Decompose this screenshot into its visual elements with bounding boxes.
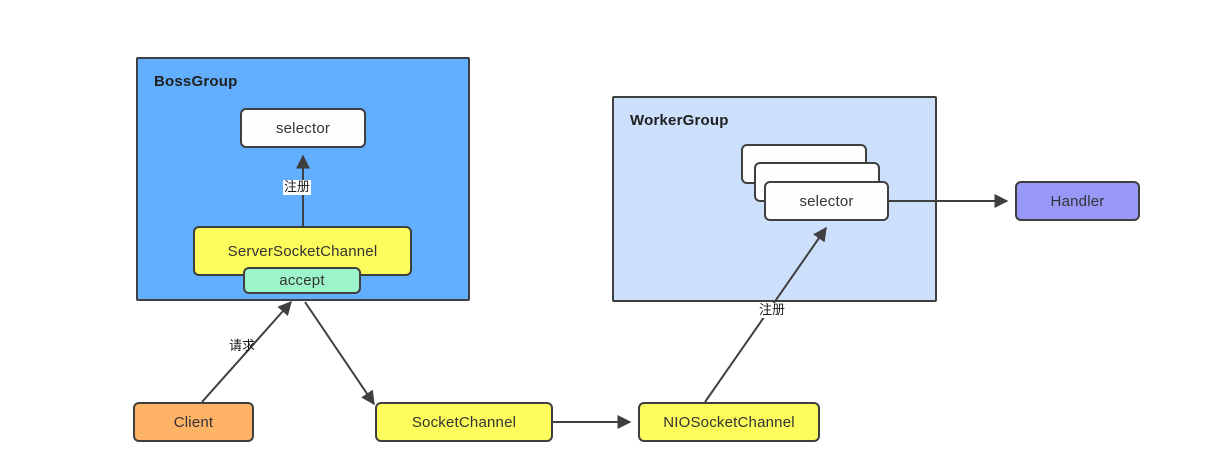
node-socket-channel-label: SocketChannel — [411, 413, 517, 431]
node-server-socket-channel-label: ServerSocketChannel — [227, 242, 378, 260]
node-client-label: Client — [173, 413, 214, 431]
node-worker-selector-front-label: selector — [799, 192, 854, 210]
node-boss-selector[interactable]: selector — [240, 108, 366, 148]
node-worker-selector-front[interactable]: selector — [764, 181, 889, 221]
edge-accept-to-socket-channel — [304, 301, 375, 406]
node-accept-label: accept — [279, 272, 325, 289]
node-handler[interactable]: Handler — [1015, 181, 1140, 221]
node-client[interactable]: Client — [133, 402, 254, 442]
edge-label-worker-register: 注册 — [758, 302, 787, 318]
node-accept[interactable]: accept — [243, 267, 361, 294]
edge-label-request: 请求 — [229, 338, 256, 353]
edge-label-boss-register: 注册 — [283, 179, 312, 195]
node-boss-selector-label: selector — [275, 119, 331, 137]
group-boss-group-label: BossGroup — [154, 73, 238, 90]
node-handler-label: Handler — [1050, 192, 1105, 210]
node-nio-socket-channel[interactable]: NIOSocketChannel — [638, 402, 820, 442]
node-nio-socket-channel-label: NIOSocketChannel — [663, 413, 795, 431]
group-worker-group-label: WorkerGroup — [630, 112, 729, 129]
node-socket-channel[interactable]: SocketChannel — [375, 402, 553, 442]
